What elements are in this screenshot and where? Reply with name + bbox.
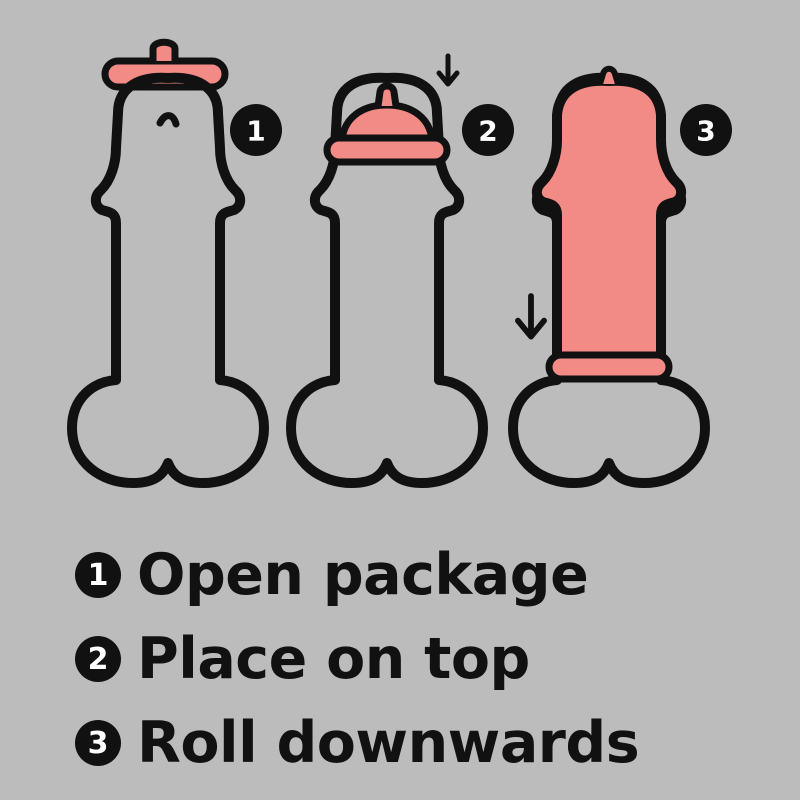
instruction-list: 1 Open package 2 Place on top 3 Roll dow… — [75, 533, 775, 785]
step-label: Place on top — [137, 626, 530, 692]
step-three-figure: 3 — [513, 65, 732, 483]
step-one-figure: 1 — [72, 38, 282, 483]
number-three-icon — [680, 104, 732, 156]
badge-number: 3 — [696, 115, 715, 148]
step-label: Open package — [137, 542, 589, 608]
number-two-icon — [462, 104, 514, 156]
badge-number: 2 — [478, 115, 497, 148]
condom-package-tip — [149, 38, 179, 61]
condom-ring — [323, 134, 451, 166]
condom-rolled-tip — [597, 65, 621, 85]
condom-cap-tip — [374, 82, 400, 107]
badge-number: 1 — [246, 115, 265, 148]
number-one-icon: 1 — [75, 552, 121, 598]
steps-illustration: 1 2 — [0, 38, 732, 525]
step-one-badge: 1 — [230, 104, 282, 156]
step-item-place-on-top: 2 Place on top — [75, 617, 775, 701]
number-two-icon: 2 — [75, 636, 121, 682]
condom-rolled — [531, 75, 687, 373]
step-item-roll-downwards: 3 Roll downwards — [75, 701, 775, 785]
condom-ring — [545, 351, 673, 383]
step-three-badge: 3 — [680, 104, 732, 156]
down-arrow-icon — [439, 56, 457, 84]
step-item-open-package: 1 Open package — [75, 533, 775, 617]
step-two-badge: 2 — [462, 104, 514, 156]
step-label: Roll downwards — [137, 710, 640, 776]
step-two-figure: 2 — [291, 56, 514, 483]
tip-detail — [156, 112, 180, 128]
down-arrow-icon — [518, 296, 544, 337]
number-one-icon — [230, 104, 282, 156]
number-three-icon: 3 — [75, 720, 121, 766]
